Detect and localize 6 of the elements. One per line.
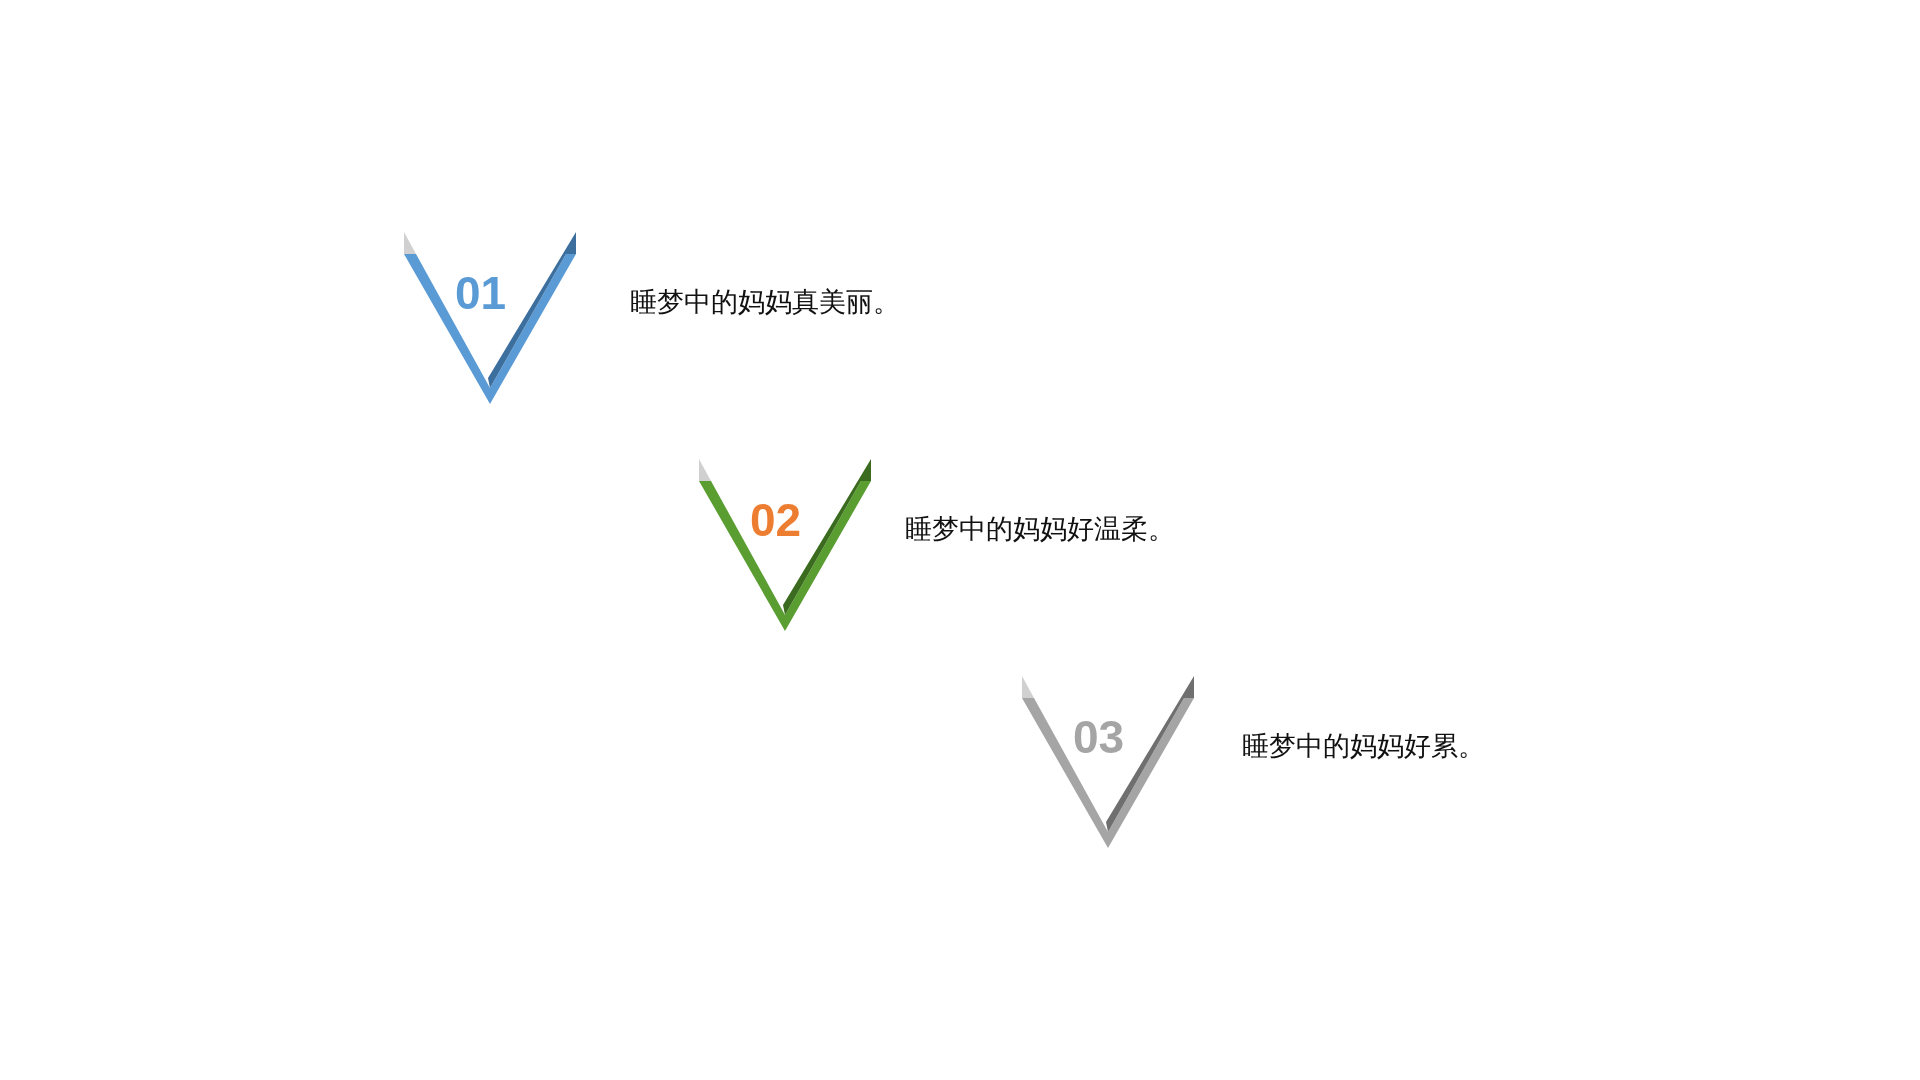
step-number: 03	[1073, 712, 1125, 762]
step-number: 02	[750, 495, 802, 545]
step-number: 01	[455, 268, 507, 318]
step-text: 睡梦中的妈妈真美丽。	[629, 285, 901, 319]
step-text: 睡梦中的妈妈好累。	[1240, 729, 1486, 763]
step-text: 睡梦中的妈妈好温柔。	[904, 512, 1176, 546]
